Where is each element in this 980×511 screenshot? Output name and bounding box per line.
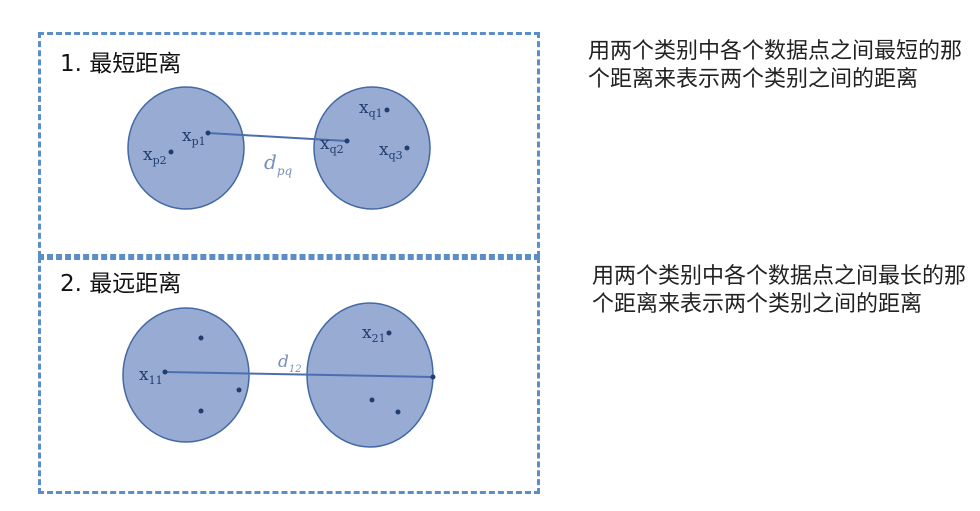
point-p1	[205, 130, 211, 136]
cluster-q	[313, 86, 431, 210]
point-cluster2-c	[395, 409, 401, 415]
shortest-distance-description: 用两个类别中各个数据点之间最短的那个距离来表示两个类别之间的距离	[588, 39, 963, 92]
longest-distance-heading: 2. 最远距离	[60, 271, 182, 297]
distance-label-12: d12	[278, 352, 302, 375]
longest-distance-panel	[38, 257, 540, 494]
label-q3: xq3	[379, 140, 403, 162]
distance-label-pq: dpq	[264, 150, 292, 178]
label-p1: xp1	[182, 126, 206, 148]
point-p2	[168, 149, 174, 155]
cluster-1	[122, 307, 250, 443]
point-cluster1-a	[198, 335, 204, 341]
shortest-link-line	[207, 132, 348, 142]
longest-link-line	[164, 371, 434, 378]
label-11: x11	[139, 365, 163, 387]
shortest-distance-panel	[38, 32, 540, 257]
point-q2	[344, 138, 350, 144]
label-q1: xq1	[359, 98, 383, 120]
longest-distance-description: 用两个类别中各个数据点之间最长的那个距离来表示两个类别之间的距离	[592, 264, 967, 317]
point-cluster2-b	[369, 397, 375, 403]
label-q2: xq2	[320, 134, 344, 156]
point-11	[162, 369, 168, 375]
label-p2: xp2	[143, 145, 167, 167]
point-cluster1-b	[236, 387, 242, 393]
point-cluster1-c	[198, 408, 204, 414]
shortest-distance-heading: 1. 最短距离	[60, 51, 182, 77]
point-q3	[404, 145, 410, 151]
cluster-p	[127, 86, 245, 210]
label-21: x21	[362, 323, 386, 345]
point-q1	[384, 107, 390, 113]
point-cluster2-far	[430, 374, 436, 380]
point-21	[386, 330, 392, 336]
